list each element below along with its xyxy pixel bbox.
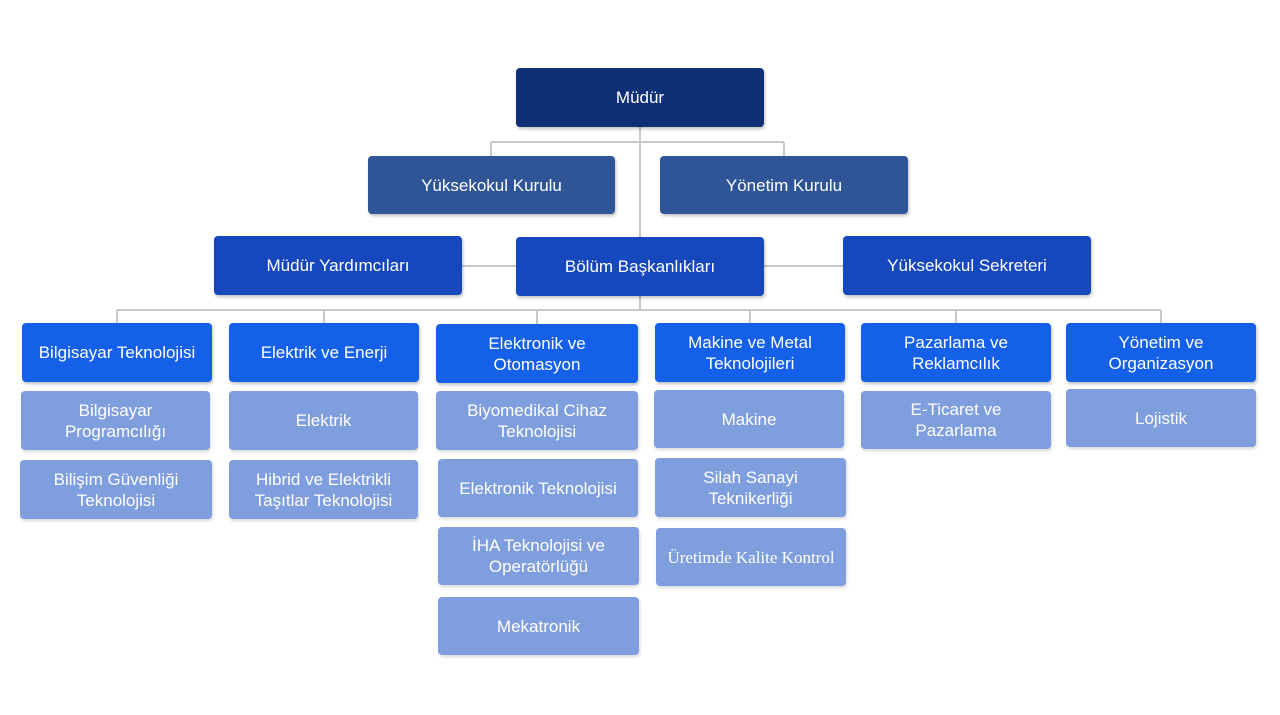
program-box: E-Ticaret ve Pazarlama: [861, 391, 1051, 449]
department-label: Bilgisayar Teknolojisi: [38, 343, 196, 362]
executive-board-label: Yönetim Kurulu: [725, 175, 843, 195]
program-box: Lojistik: [1066, 389, 1256, 447]
program-label: İHA Teknolojisi ve Operatörlüğü: [472, 536, 605, 576]
program-label: Silah Sanayi Teknikerliği: [703, 467, 798, 508]
department-label: Makine ve Metal Teknolojileri: [688, 332, 812, 373]
department-label: Yönetim ve Organizasyon: [1108, 332, 1214, 373]
program-box: Biyomedikal Cihaz Teknolojisi: [436, 391, 638, 450]
school-board-box: Yüksekokul Kurulu: [368, 156, 615, 214]
department-label: Elektrik ve Enerji: [260, 343, 388, 362]
program-box: Bilişim Güvenliği Teknolojisi: [20, 460, 212, 519]
program-box: Elektronik Teknolojisi: [438, 459, 638, 517]
executive-board-box: Yönetim Kurulu: [660, 156, 908, 214]
school-secretary-box: Yüksekokul Sekreteri: [843, 236, 1091, 295]
program-box: Makine: [654, 390, 844, 448]
program-box: Hibrid ve Elektrikli Taşıtlar Teknolojis…: [229, 460, 418, 519]
deputy-directors-box: Müdür Yardımcıları: [214, 236, 462, 295]
school-board-label: Yüksekokul Kurulu: [421, 175, 562, 195]
program-label: Bilgisayar Programcılığı: [64, 400, 167, 441]
deputy-directors-label: Müdür Yardımcıları: [266, 256, 410, 275]
department-management-organization: Yönetim ve Organizasyon: [1066, 323, 1256, 382]
department-computer-technology: Bilgisayar Teknolojisi: [22, 323, 212, 382]
program-label: Biyomedikal Cihaz Teknolojisi: [467, 400, 607, 441]
program-label: Hibrid ve Elektrikli Taşıtlar Teknolojis…: [254, 469, 393, 510]
program-box: Silah Sanayi Teknikerliği: [655, 458, 846, 517]
program-box: Elektrik: [229, 391, 418, 450]
department-label: Elektronik ve Otomasyon: [488, 333, 586, 374]
program-label: Üretimde Kalite Kontrol: [667, 547, 835, 567]
department-electronics-automation: Elektronik ve Otomasyon: [436, 324, 638, 383]
department-electricity-energy: Elektrik ve Enerji: [229, 323, 419, 382]
program-box: İHA Teknolojisi ve Operatörlüğü: [438, 527, 639, 585]
director-label: Müdür: [615, 88, 665, 107]
department-machine-metal: Makine ve Metal Teknolojileri: [655, 323, 845, 382]
school-secretary-label: Yüksekokul Sekreteri: [887, 256, 1047, 275]
program-label: E-Ticaret ve Pazarlama: [910, 400, 1002, 440]
program-label: Bilişim Güvenliği Teknolojisi: [53, 469, 179, 510]
program-label: Mekatronik: [496, 616, 581, 636]
program-box: Bilgisayar Programcılığı: [21, 391, 210, 450]
program-box: Mekatronik: [438, 597, 639, 655]
department-label: Pazarlama ve Reklamcılık: [904, 332, 1008, 373]
program-label: Elektronik Teknolojisi: [459, 478, 617, 498]
program-label: Elektrik: [295, 411, 352, 430]
program-box: Üretimde Kalite Kontrol: [656, 528, 846, 586]
program-label: Lojistik: [1135, 408, 1187, 428]
department-heads-label: Bölüm Başkanlıkları: [564, 257, 716, 276]
department-heads-box: Bölüm Başkanlıkları: [516, 237, 764, 296]
department-marketing-advertising: Pazarlama ve Reklamcılık: [861, 323, 1051, 382]
program-label: Makine: [721, 409, 777, 429]
director-box: Müdür: [516, 68, 764, 127]
